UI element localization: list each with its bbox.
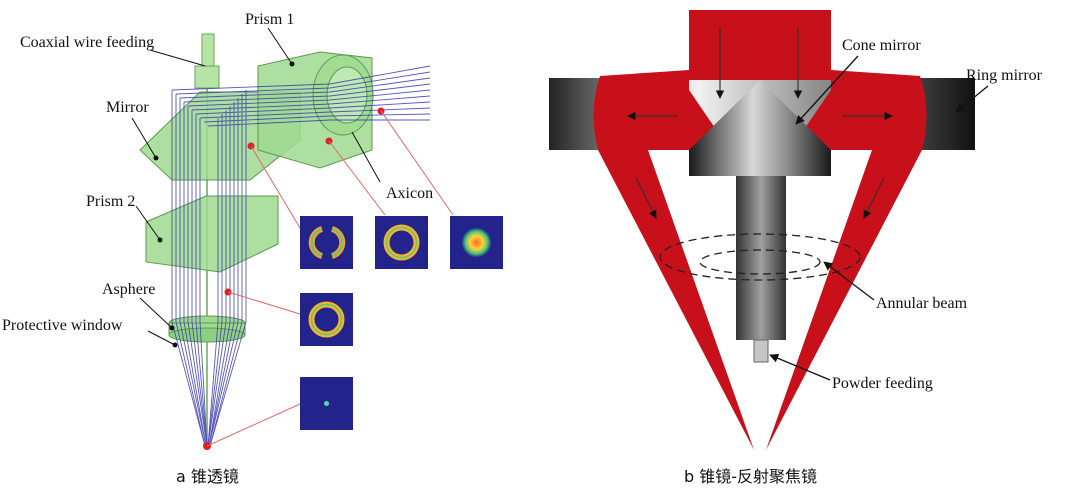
coaxial-nozzle <box>194 65 220 89</box>
label-prism-2: Prism 2 <box>86 193 135 210</box>
label-coaxial-wire-feeding: Coaxial wire feeding <box>20 34 154 51</box>
beam-left-branch <box>593 70 754 450</box>
caption-panel-a: a 锥透镜 <box>176 467 239 486</box>
panel-a-leader-dots <box>153 61 295 348</box>
panel-a-optics: Prism 1 Coaxial wire feeding Mirror Pris… <box>2 11 503 486</box>
powder-shaft <box>736 176 786 340</box>
label-powder-feeding: Powder feeding <box>832 375 933 392</box>
powder-nozzle <box>753 339 769 363</box>
cone-mirror <box>689 80 831 150</box>
beam-profile-split-ring <box>300 216 353 269</box>
caption-panel-b: b 锥镜-反射聚焦镜 <box>684 467 817 486</box>
beam-top-block <box>689 10 831 80</box>
beam-profile-ring <box>375 216 428 269</box>
label-prism-1: Prism 1 <box>245 11 294 28</box>
label-ring-mirror: Ring mirror <box>966 67 1043 84</box>
ray-bundle <box>171 65 431 447</box>
sample-leader-lines <box>206 110 454 447</box>
label-asphere: Asphere <box>102 281 155 298</box>
beam-direction-arrows <box>627 28 893 219</box>
panel-b-optics: Cone mirror Ring mirror Annular beam Pow… <box>549 10 1043 486</box>
beam-profile-point <box>300 377 353 430</box>
label-mirror: Mirror <box>106 99 149 116</box>
panel-a-leaders <box>131 27 381 346</box>
beam-profile-disk <box>450 216 503 269</box>
label-cone-mirror: Cone mirror <box>842 37 921 54</box>
annular-beam-rings <box>659 233 861 281</box>
prism-2-element <box>145 195 279 273</box>
panel-b-leaders <box>769 55 989 381</box>
beam-right-branch <box>766 70 927 450</box>
beam-profile-ring-focused <box>300 293 353 346</box>
cone-mirror-base <box>689 150 831 176</box>
label-protective-window: Protective window <box>2 317 123 334</box>
axicon-element <box>312 54 374 136</box>
label-annular-beam: Annular beam <box>876 295 968 312</box>
label-axicon: Axicon <box>386 185 433 202</box>
